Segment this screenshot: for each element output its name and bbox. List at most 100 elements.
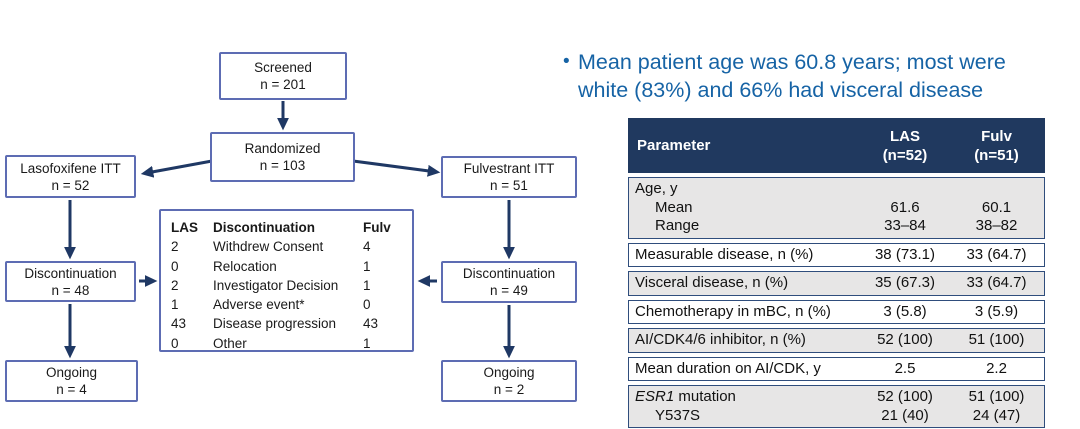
reason-label: Investigator Decision (213, 277, 339, 293)
parameter-label: Chemotherapy in mBC, n (%) (635, 302, 831, 320)
reason-label: Relocation (213, 258, 277, 274)
reason-fulv-count: 1 (363, 335, 371, 351)
fulv-value: 3 (5.9) (974, 302, 1019, 320)
table-header-fulv-name: Fulv (981, 127, 1012, 145)
table-header-las: LAS (n=52) (861, 127, 949, 165)
las-value (861, 180, 949, 199)
flow-box-label: Lasofoxifene ITT (20, 160, 121, 176)
table-header-fulv: Fulv (n=51) (949, 127, 1044, 165)
flow-box-fulvestrant-itt: Fulvestrant ITT n = 51 (441, 156, 577, 198)
flow-box-label: Discontinuation (462, 266, 556, 281)
table-line: Age, y (629, 180, 1044, 199)
bullet-icon: • (563, 51, 570, 72)
table-line: Chemotherapy in mBC, n (%) 3 (5.8) 3 (5.9) (629, 303, 1044, 322)
arrow-randomized-to-laso (140, 159, 213, 178)
fulv-value: 51 (100) (968, 331, 1025, 348)
las-value: 3 (5.8) (883, 302, 927, 320)
flow-box-count: n = 2 (493, 382, 525, 397)
table-line: Mean 61.6 60.1 (629, 199, 1044, 218)
flow-box-count: n = 103 (259, 158, 306, 173)
flow-box-count: n = 52 (51, 177, 90, 193)
table-header-parameter: Parameter (637, 137, 711, 154)
fulv-value (949, 180, 1044, 199)
reason-label: Disease progression (213, 316, 337, 332)
fulv-value: 2.2 (986, 359, 1007, 377)
flow-box-ongoing-right: Ongoing n = 2 (441, 360, 577, 402)
las-value: 21 (40) (881, 406, 929, 424)
parameter-label: Y537S (655, 406, 701, 424)
table-row: Measurable disease, n (%)38 (73.1)33 (64… (628, 242, 1045, 267)
discontinuation-reasons-box: LAS Discontinuation Fulv 2 Withdrew Conse… (159, 209, 414, 352)
table-line: AI/CDK4/6 inhibitor, n (%)52 (100)51 (10… (629, 331, 1044, 350)
bullet-item: • Mean patient age was 60.8 years; most … (563, 48, 1059, 104)
flow-box-label: Discontinuation (24, 265, 117, 281)
reasons-header-fulv: Fulv (363, 220, 391, 235)
flow-box-label: Ongoing (45, 365, 98, 380)
reason-fulv-count: 4 (363, 239, 371, 255)
table-header: Parameter LAS (n=52) Fulv (n=51) (628, 118, 1045, 173)
arrow-randomized-to-fulv (352, 159, 441, 177)
reasons-header-title: Discontinuation (213, 220, 315, 235)
reason-las-count: 43 (171, 316, 187, 332)
reason-label: Withdrew Consent (213, 239, 324, 255)
parameter-label: Mean (655, 198, 693, 216)
flow-box-count: n = 48 (51, 282, 90, 298)
reasons-header: LAS Discontinuation Fulv (171, 218, 412, 237)
flow-box-label: Fulvestrant ITT (463, 161, 555, 176)
table-row: AI/CDK4/6 inhibitor, n (%)52 (100)51 (10… (628, 328, 1045, 353)
bullet-text: Mean patient age was 60.8 years; most we… (578, 50, 1006, 102)
reason-las-count: 0 (171, 335, 179, 351)
fulv-value: 33 (64.7) (966, 245, 1027, 263)
flow-box-ongoing-left: Ongoing n = 4 (5, 360, 138, 402)
reason-las-count: 2 (171, 239, 179, 255)
flow-box-label: Screened (254, 60, 312, 75)
reason-fulv-count: 1 (363, 258, 371, 274)
reason-las-count: 0 (171, 258, 179, 274)
table-line: Visceral disease, n (%)35 (67.3)33 (64.7… (629, 274, 1044, 293)
reason-fulv-count: 0 (363, 297, 371, 313)
las-value: 61.6 (890, 198, 920, 216)
parameter-label: AI/CDK4/6 inhibitor, n (%) (635, 331, 806, 348)
reason-fulv-count: 1 (363, 277, 371, 293)
fulv-value: 60.1 (981, 198, 1012, 216)
reason-fulv-count: 43 (363, 316, 379, 332)
reason-las-count: 1 (171, 297, 179, 313)
parameter-label: Measurable disease, n (%) (635, 245, 814, 263)
fulv-value: 38–82 (975, 217, 1018, 234)
parameter-label: Range (655, 217, 700, 234)
parameter-label: Visceral disease, n (%) (635, 274, 789, 291)
flow-box-count: n = 49 (490, 283, 528, 298)
table-header-las-name: LAS (890, 127, 920, 145)
flow-box-label: Ongoing (483, 365, 535, 380)
reason-row: 0 Other 1 (171, 334, 412, 353)
reason-label: Other (213, 335, 247, 351)
flow-box-discontinuation-left: Discontinuation n = 48 (5, 261, 136, 302)
fulv-value: 51 (100) (968, 388, 1025, 405)
flow-box-discontinuation-right: Discontinuation n = 49 (441, 261, 577, 303)
parameter-label: Age, y (635, 180, 678, 197)
flow-box-randomized: Randomized n = 103 (210, 132, 355, 182)
parameter-label: ESR1 mutation (635, 388, 736, 405)
reasons-header-las: LAS (171, 220, 198, 235)
las-value: 35 (67.3) (874, 274, 936, 291)
parameter-label: Mean duration on AI/CDK, y (635, 359, 821, 377)
reason-row: 2 Withdrew Consent 4 (171, 237, 412, 256)
flow-box-count: n = 201 (260, 77, 306, 92)
table-header-las-n: (n=52) (882, 146, 928, 164)
reason-row: 0 Relocation 1 (171, 257, 412, 276)
table-line: Measurable disease, n (%)38 (73.1)33 (64… (629, 246, 1044, 265)
table-row: Visceral disease, n (%)35 (67.3)33 (64.7… (628, 271, 1045, 296)
flow-box-count: n = 4 (56, 382, 87, 397)
flow-box-lasofoxifene-itt: Lasofoxifene ITT n = 52 (5, 155, 136, 198)
